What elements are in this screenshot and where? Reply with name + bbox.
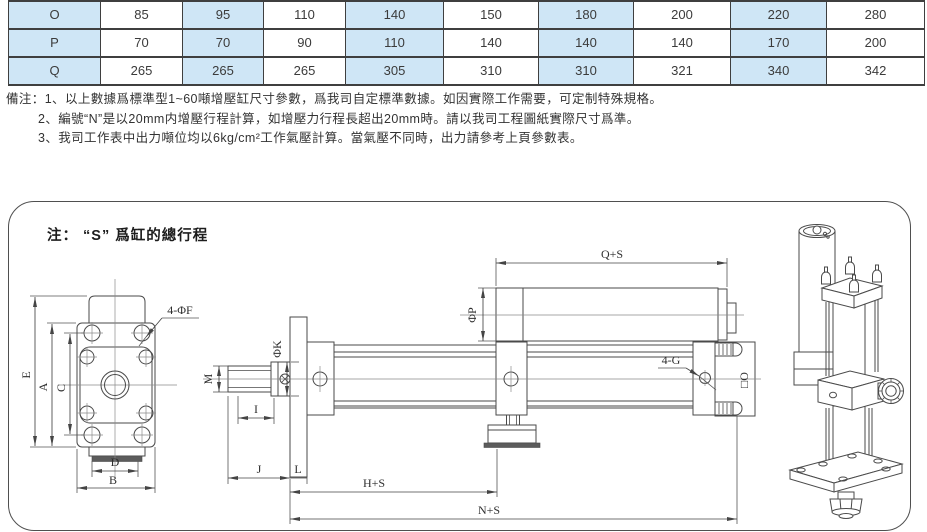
dim-label-ns: N+S [478, 503, 500, 517]
dimension-table: O 85 95 110 140 150 180 200 220 280 P 70… [8, 0, 925, 86]
table-cell: 140 [444, 30, 539, 58]
table-cell: 342 [827, 58, 924, 86]
adjuster-knob [877, 378, 904, 404]
diagram-note: 注： “S” 爲缸的總行程 [47, 228, 209, 244]
table-cell: 200 [827, 30, 924, 58]
remarks: 備注：1、以上數據爲標準型1~60噸增壓缸尺寸參數，爲我司自定標準數據。如因實際… [6, 90, 662, 149]
dim-label-a: A [36, 382, 50, 391]
table-cell: 265 [183, 58, 264, 86]
table-cell: 150 [444, 2, 539, 30]
table-cell: 305 [346, 58, 444, 86]
front-view: E A C D B 4-ΦF [19, 279, 199, 493]
table-cell: 265 [264, 58, 346, 86]
table-cell: 85 [101, 2, 183, 30]
dim-label-4f: 4-ΦF [167, 303, 193, 317]
dim-label-hs: H+S [363, 476, 385, 490]
dim-label-j: J [257, 462, 262, 476]
dim-label-square-o: □O [737, 372, 751, 388]
table-cell: 310 [444, 58, 539, 86]
table-cell: 310 [539, 58, 634, 86]
table-cell: 180 [539, 2, 634, 30]
table-cell: 220 [731, 2, 827, 30]
table-cell: 140 [634, 30, 731, 58]
remark-line-2: 2、編號“N”是以20mm内增壓行程計算，如增壓力行程長超出20mm時。請以我司… [38, 111, 640, 126]
table-row-label: P [9, 30, 101, 58]
dim-label-e: E [19, 371, 33, 378]
table-cell: 321 [634, 58, 731, 86]
table-cell: 90 [264, 30, 346, 58]
dim-label-d: D [111, 455, 120, 469]
table-cell: 170 [731, 30, 827, 58]
table-cell: 280 [827, 2, 924, 30]
remark-line-3: 3、我司工作表中出力噸位均以6kg/cm²工作氣壓計算。當氣壓不同時，出力請參考… [38, 131, 583, 145]
remark-line-1: 備注：1、以上數據爲標準型1~60噸增壓缸尺寸參數，爲我司自定標準數據。如因實際… [6, 92, 663, 106]
dim-label-b: B [109, 473, 117, 487]
table-cell: 140 [539, 30, 634, 58]
table-cell: 95 [183, 2, 264, 30]
table-cell: 340 [731, 58, 827, 86]
product-illustration [788, 224, 904, 519]
table-cell: 140 [346, 2, 444, 30]
base-plate-holes [796, 453, 891, 482]
dim-label-p: ΦP [465, 307, 479, 323]
table-cell: 70 [101, 30, 183, 58]
dim-label-i: I [254, 402, 258, 416]
dim-label-k: ΦK [270, 340, 284, 358]
table-cell: 110 [346, 30, 444, 58]
table-row-label: Q [9, 58, 101, 86]
side-view: M ΦK I J L ΦP Q+S H+S N+S 4-G □O [201, 247, 761, 524]
dim-label-4g: 4-G [662, 353, 681, 367]
table-cell: 110 [264, 2, 346, 30]
table-cell: 70 [183, 30, 264, 58]
flange-bolt-holes [77, 322, 156, 446]
table-cell: 265 [101, 58, 183, 86]
dim-label-m: M [201, 373, 215, 384]
tie-rod-nut-iso [821, 256, 882, 293]
dim-label-l: L [294, 462, 301, 476]
dim-label-c: C [54, 384, 68, 392]
table-cell: 200 [634, 2, 731, 30]
diagram-box [8, 201, 911, 531]
dim-label-qs: Q+S [601, 247, 623, 261]
table-row-label: O [9, 2, 101, 30]
tie-rod-nuts [714, 342, 743, 416]
